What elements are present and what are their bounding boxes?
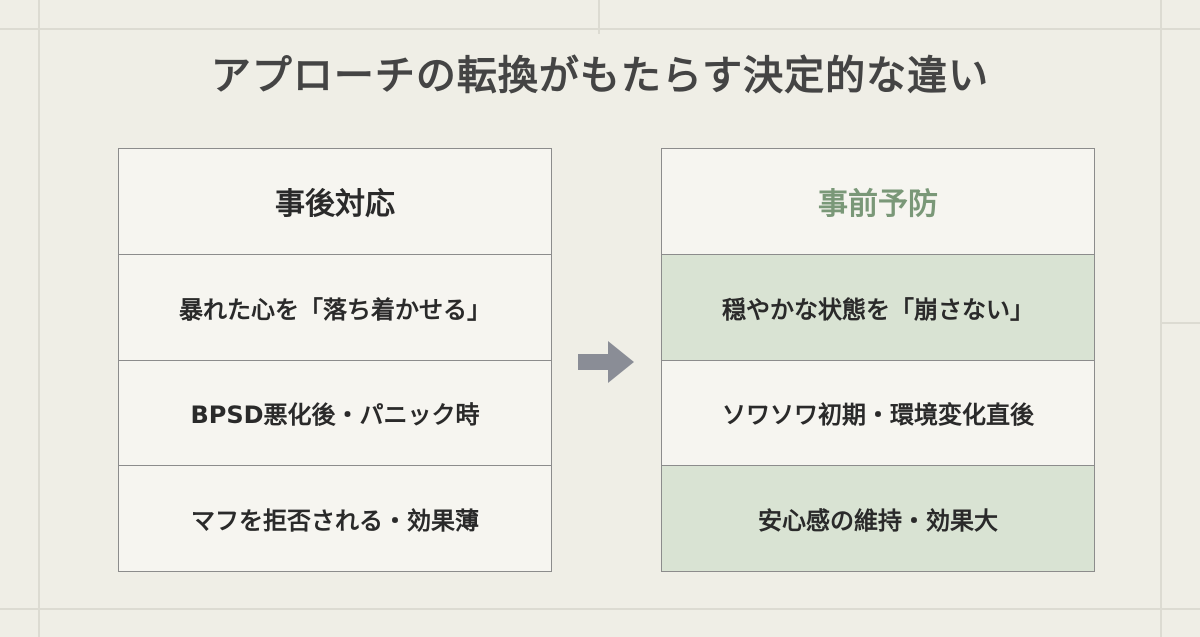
preventive-care-row: 穏やかな状態を「崩さない」 (662, 253, 1094, 360)
preventive-care-row: 安心感の維持・効果大 (662, 465, 1094, 571)
reactive-care-row: 暴れた心を「落ち着かせる」 (119, 253, 551, 360)
grid-line (0, 28, 1200, 30)
reactive-care-row: BPSD悪化後・パニック時 (119, 359, 551, 466)
preventive-care-panel: 事前予防 穏やかな状態を「崩さない」 ソワソワ初期・環境変化直後 安心感の維持・… (661, 148, 1095, 572)
grid-line (38, 0, 40, 637)
preventive-care-row: ソワソワ初期・環境変化直後 (662, 359, 1094, 466)
reactive-care-header: 事後対応 (275, 187, 395, 223)
arrow-right-icon (578, 341, 634, 383)
grid-line (0, 608, 1200, 610)
grid-line (598, 0, 600, 34)
grid-line (1160, 322, 1200, 324)
preventive-care-header: 事前予防 (818, 187, 938, 223)
grid-line (1160, 0, 1162, 637)
reactive-care-row: マフを拒否される・効果薄 (119, 465, 551, 571)
reactive-care-panel: 事後対応 暴れた心を「落ち着かせる」 BPSD悪化後・パニック時 マフを拒否され… (118, 148, 552, 572)
page-title: アプローチの転換がもたらす決定的な違い (210, 53, 990, 99)
